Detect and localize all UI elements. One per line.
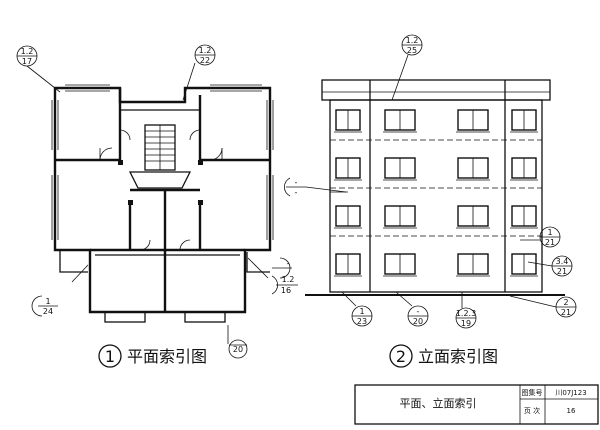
balcony-bottom-left <box>104 311 146 323</box>
atlas-value: 川07J123 <box>555 389 586 397</box>
callout-plan-top-center: 1.2 22 <box>194 44 216 66</box>
door-swings <box>99 129 223 251</box>
plan-caption-text: 平面索引图 <box>127 347 207 366</box>
plan-caption-number: 1 <box>105 347 115 366</box>
callout-top: 1.2 <box>21 47 34 56</box>
elevation-caption-text: 立面索引图 <box>418 347 498 366</box>
title-block-title: 平面、立面索引 <box>400 396 477 410</box>
elevation-drawing <box>305 79 565 296</box>
callout-plan-right-detail: 1.2 16 <box>271 275 298 295</box>
callout-bottom: 21 <box>545 238 555 247</box>
plan-column <box>198 160 203 165</box>
stair-landing <box>128 171 192 189</box>
callout-top: 1 <box>359 307 364 316</box>
callout-top: 1.2 <box>406 36 419 45</box>
callout-elev-right1: 1 21 <box>520 226 561 248</box>
callout-top: 3.4 <box>556 257 569 266</box>
callout-elev-right2: 3.4 21 <box>527 255 573 277</box>
callout-top: 1.2 <box>199 46 212 55</box>
callout-bottom: - <box>287 259 290 268</box>
callout-top: 1 <box>45 297 50 306</box>
plan-column <box>128 200 133 205</box>
callout-plan-top-left: 1.2 17 <box>16 45 38 67</box>
callout-elev-bottom2: - 20 <box>395 291 429 327</box>
callout-top: - <box>295 178 298 187</box>
callout-bottom: 22 <box>200 56 210 65</box>
callout-top: 1.2.3 <box>456 309 476 318</box>
balcony-bottom-right <box>184 311 226 323</box>
callout-elev-right3: 2 21 <box>509 295 577 318</box>
callout-plan-bottom-left: 1 24 <box>31 295 58 317</box>
title-block: 平面、立面索引 图集号 川07J123 页 次 16 <box>354 384 599 425</box>
elevation-caption: 2 立面索引图 <box>389 344 498 368</box>
callout-top: 2 <box>563 298 568 307</box>
callout-top: 1.2 <box>282 275 295 284</box>
callout-top: - <box>417 307 420 316</box>
callout-bottom: 19 <box>461 319 471 328</box>
callout-bottom: 21 <box>557 267 567 276</box>
callout-plan-right: - <box>272 257 292 279</box>
page-value: 16 <box>567 407 576 415</box>
callout-bottom: 23 <box>357 317 367 326</box>
elevation-caption-number: 2 <box>396 347 406 366</box>
page-label: 页 次 <box>524 406 540 415</box>
callout-elev-top: 1.2 25 <box>391 34 423 101</box>
callout-elev-bottom1: 1 23 <box>341 291 373 327</box>
callout-top: 1 <box>547 228 552 237</box>
plan-column <box>118 160 123 165</box>
elevation-parapet <box>321 79 551 101</box>
plan-outer-wall <box>53 86 272 314</box>
callout-bottom: - <box>295 188 298 197</box>
callout-plan-bottom-center: 20 <box>228 339 248 359</box>
callout-bottom: 17 <box>22 57 32 66</box>
callout-bottom: 25 <box>407 46 417 55</box>
callout-elev-left: - - <box>284 177 347 197</box>
elevation-body <box>329 99 543 293</box>
floor-plan <box>26 62 274 344</box>
plan-windows <box>51 84 274 240</box>
plan-column <box>198 200 203 205</box>
plan-caption: 1 平面索引图 <box>98 344 207 368</box>
callout-bottom: 20 <box>233 345 243 354</box>
callout-elev-bottom3: 1.2.3 19 <box>455 292 477 329</box>
plan-leaders <box>26 62 269 344</box>
balcony-left <box>59 250 88 273</box>
callout-bottom: 20 <box>413 317 423 326</box>
atlas-label: 图集号 <box>522 388 543 397</box>
stair-treads <box>145 125 175 170</box>
callout-bottom: 21 <box>561 308 571 317</box>
elevation-windows <box>334 109 538 277</box>
callout-bottom: 16 <box>281 286 291 295</box>
callout-bottom: 24 <box>43 307 53 316</box>
